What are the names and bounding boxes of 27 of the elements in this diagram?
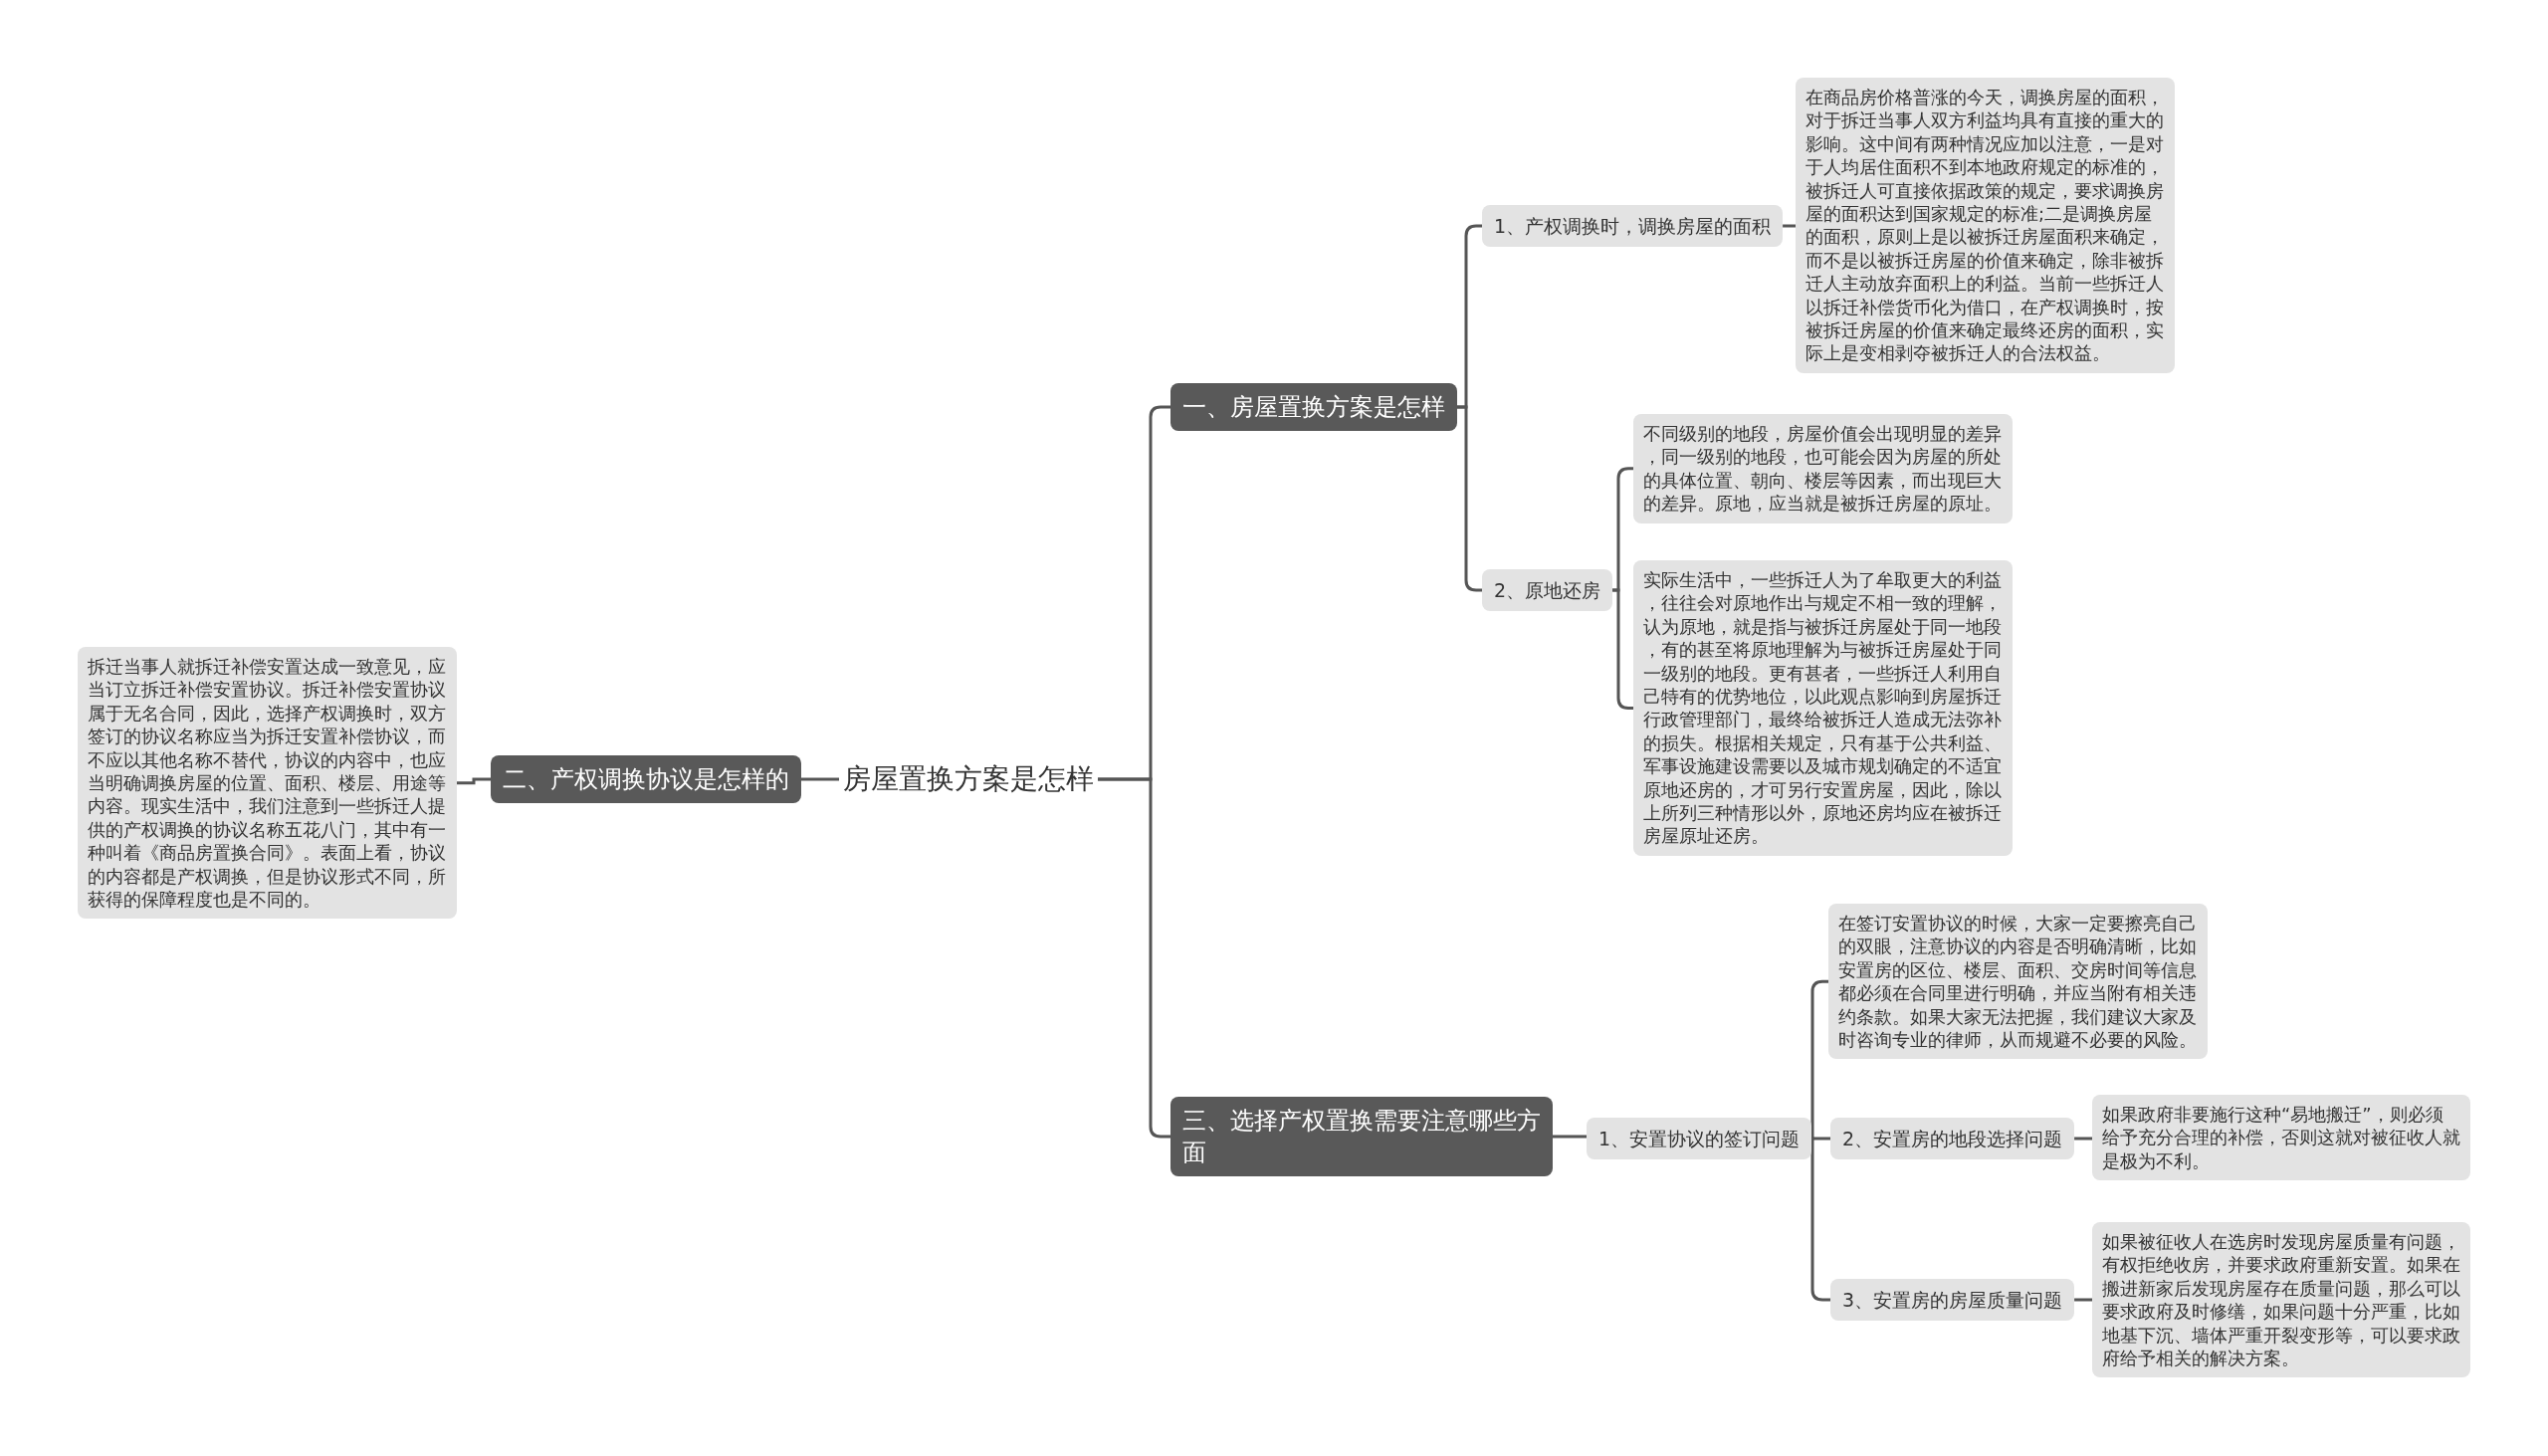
topic-box: 一、房屋置换方案是怎样 <box>1170 383 1457 431</box>
connector-line <box>1783 224 1796 228</box>
connector-line <box>1809 1137 1830 1302</box>
subtopic-box: 1、产权调换时，调换房屋的面积 <box>1482 205 1784 247</box>
connector-line <box>1457 405 1482 592</box>
connector-line <box>1811 1137 1830 1141</box>
note-card: 在签订安置协议的时候，大家一定要擦亮自己的双眼，注意协议的内容是否明确清晰，比如安置房的区位、楼层、面积、交房时间等信息都必须在合同里进行明确，并应当附有相关违约条款。如果大家无法把握，我们建议大家及时咨询专业的律师，从而规避不必要的风险。 <box>1828 904 2208 1060</box>
topic-box: 二、产权调换协议是怎样的 <box>491 755 801 803</box>
connector-line <box>1553 1135 1587 1139</box>
note-card: 拆迁当事人就拆迁补偿安置达成一致意见，应当订立拆迁补偿安置协议。拆迁补偿安置协议属于无名合同，因此，选择产权调换时，双方签订的协议名称应当为拆迁安置补偿协议，而不应以其他名称不替代，协议的内容中，也应当明确调换房屋的位置、面积、楼层、用途等内容。现实生活中，我们注意到一些拆迁人提供的产权调换的协议名称五花八门，其中有一种叫着《商品房置换合同》。表面上看，协议的内容都是产权调换，但是协议形式不同，所获得的保障程度也是不同的。 <box>78 647 457 920</box>
note-card: 在商品房价格普涨的今天，调换房屋的面积，对于拆迁当事人双方利益均具有直接的重大的影响。这中间有两种情况应加以注意，一是对于人均居住面积不到本地政府规定的标准的，被拆迁人可直接依据政策的规定，要求调换房屋的面积达到国家规定的标准;二是调换房屋的面积，原则上是以被拆迁房屋面积来确定，而不是以被拆迁房屋的价值来确定，除非被拆迁人主动放弃面积上的利益。当前一些拆迁人以拆迁补偿货币化为借口，在产权调换时，按被拆迁房屋的价值来确定最终还房的面积，实际上是变相剥夺被拆迁人的合法权益。 <box>1796 78 2175 373</box>
note-card: 实际生活中，一些拆迁人为了牟取更大的利益，往往会对原地作出与规定不相一致的理解，认为原地，就是指与被拆迁房屋处于同一地段，有的甚至将原地理解为与被拆迁房屋处于同一级别的地段。更有甚者，一些拆迁人利用自己特有的优势地位，以此观点影响到房屋拆迁行政管理部门，最终给被拆迁人造成无法弥补的损失。根据相关规定，只有基于公共利益、军事设施建设需要以及城市规划确定的不适宜原地还房的，才可另行安置房屋，因此，除以上所列三种情形以外，原地还房均应在被拆迁房屋原址还房。 <box>1633 560 2013 856</box>
note-card: 如果被征收人在选房时发现房屋质量有问题，有权拒绝收房，并要求政府重新安置。如果在搬进新家后发现房屋存在质量问题，那么可以要求政府及时修缮，如果问题十分严重，比如地基下沉、墙体严重开裂变形等，可以要求政府给予相关的解决方案。 <box>2092 1222 2470 1378</box>
note-card: 如果政府非要施行这种“易地搬迁”，则必须给予充分合理的补偿，否则这就对被征收人就是极为不利。 <box>2092 1095 2470 1181</box>
connector-line <box>2074 1137 2092 1141</box>
connector-line <box>2074 1298 2092 1302</box>
subtopic-box: 2、原地还房 <box>1482 569 1613 611</box>
central-topic: 房屋置换方案是怎样 <box>839 758 1098 800</box>
connector-line <box>457 777 491 785</box>
topic-box: 三、选择产权置换需要注意哪些方面 <box>1170 1097 1553 1176</box>
subtopic-box: 3、安置房的房屋质量问题 <box>1830 1279 2075 1321</box>
subtopic-box: 2、安置房的地段选择问题 <box>1830 1118 2075 1159</box>
note-card: 不同级别的地段，房屋价值会出现明显的差异，同一级别的地段，也可能会因为房屋的所处的具体位置、朝向、楼层等因素，而出现巨大的差异。原地，应当就是被拆迁房屋的原址。 <box>1633 414 2013 523</box>
subtopic-box: 1、安置协议的签订问题 <box>1587 1118 1812 1159</box>
connector-line <box>1809 979 1828 1141</box>
connector-line <box>801 777 839 781</box>
connector-line <box>1098 777 1170 1139</box>
